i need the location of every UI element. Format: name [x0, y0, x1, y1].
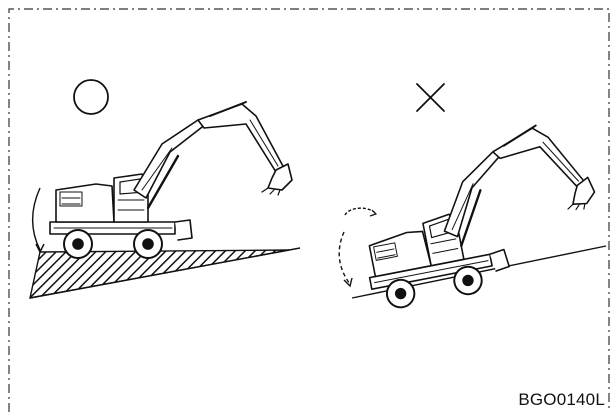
figure-border — [8, 8, 610, 412]
slope-line — [29, 247, 301, 299]
excavator-level — [48, 100, 294, 260]
figure-code-label: BGO0140L — [518, 390, 605, 409]
correct-panel — [29, 100, 301, 299]
swing-arrow — [344, 207, 377, 216]
correct-circle-icon — [73, 79, 109, 115]
incorrect-panel — [338, 115, 611, 314]
tilt-arrow-incorrect — [338, 231, 351, 285]
incorrect-cross-icon — [416, 83, 445, 112]
tilt-arrow — [31, 187, 41, 251]
excavator-sloped — [345, 115, 611, 314]
